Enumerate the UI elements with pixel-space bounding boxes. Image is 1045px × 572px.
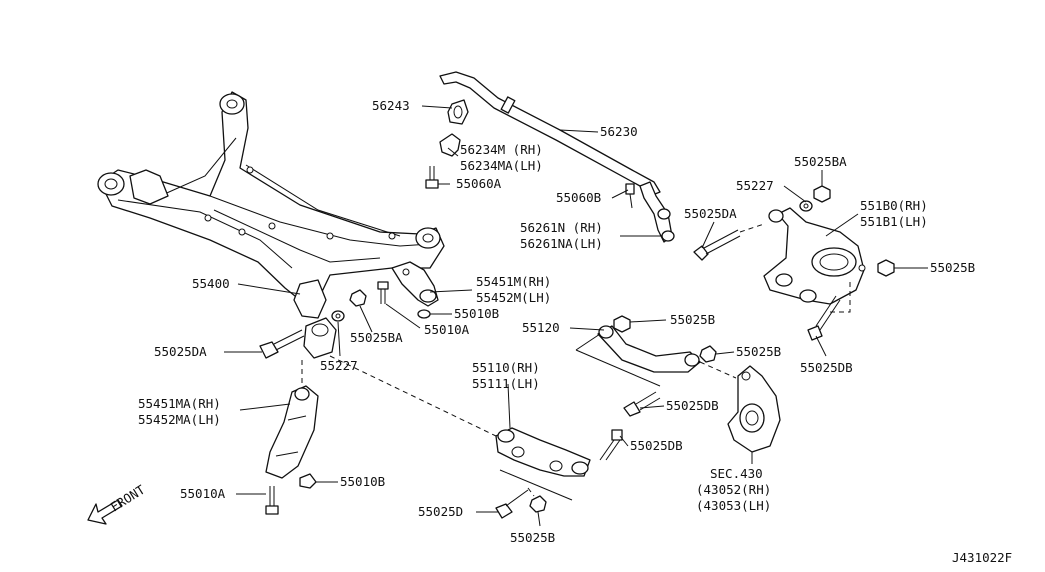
- nut-55025B-link-a: [613, 315, 631, 333]
- part-labels: 56243 56230 56234M (RH) 56234MA(LH) 5506…: [108, 98, 1013, 565]
- bolt-55010B-bottom: [299, 473, 317, 489]
- label-sec430: SEC.430: [710, 466, 763, 481]
- label-55010A-center: 55010A: [424, 322, 470, 337]
- label-55025BA-top: 55025BA: [794, 154, 847, 169]
- stabilizer-clamp: [439, 133, 461, 157]
- label-55452M: 55452M(LH): [476, 290, 551, 305]
- rear-suspension-member: [97, 91, 445, 319]
- bolt-55060A: [425, 166, 439, 189]
- label-55111: 55111(LH): [472, 376, 540, 391]
- bolt-55025DB-mid-b: [599, 429, 623, 461]
- label-55120: 55120: [522, 320, 560, 335]
- label-55227-center: 55227: [320, 358, 358, 373]
- bolt-55010A-center: [377, 281, 389, 304]
- front-arrow-label: FRONT: [108, 482, 148, 515]
- stabilizer-bushing: [447, 99, 469, 125]
- toe-link: [597, 325, 701, 373]
- label-55060B: 55060B: [556, 190, 601, 205]
- bolt-55010A-bottom: [265, 486, 279, 515]
- label-43053: (43053(LH): [696, 498, 771, 513]
- label-55025B-right: 55025B: [930, 260, 975, 275]
- leader-lines: [224, 105, 928, 527]
- label-551B1: 551B1(LH): [860, 214, 928, 229]
- label-55227-top: 55227: [736, 178, 774, 193]
- label-56230: 56230: [600, 124, 638, 139]
- nut-55025B-bottom: [529, 495, 547, 513]
- label-55025BA-center: 55025BA: [350, 330, 403, 345]
- label-55025B-link-a: 55025B: [670, 312, 715, 327]
- label-55400: 55400: [192, 276, 230, 291]
- nut-55025BA-top: [813, 185, 831, 203]
- label-55025D-bottom: 55025D: [418, 504, 463, 519]
- bolt-55025DA-right: [693, 229, 741, 261]
- label-56243: 56243: [372, 98, 410, 113]
- connecting-rod: [639, 181, 675, 243]
- label-55025B-link-b: 55025B: [736, 344, 781, 359]
- label-55025DB-mid-a: 55025DB: [666, 398, 719, 413]
- washer-55227-center: [331, 310, 345, 322]
- label-55010A-bottom: 55010A: [180, 486, 226, 501]
- nut-55025B-right: [877, 259, 895, 277]
- lower-link: [495, 427, 591, 501]
- label-55025B-bottom: 55025B: [510, 530, 555, 545]
- label-551B0: 551B0(RH): [860, 198, 928, 213]
- member-bushing: [303, 317, 337, 359]
- label-55452MA: 55452MA(LH): [138, 412, 221, 427]
- label-56261N: 56261N (RH): [520, 220, 603, 235]
- bolt-55025DB-right: [807, 295, 841, 341]
- label-55025DB-right: 55025DB: [800, 360, 853, 375]
- label-43052: (43052(RH): [696, 482, 771, 497]
- label-56234MA: 56234MA(LH): [460, 158, 543, 173]
- label-56234M: 56234M (RH): [460, 142, 543, 157]
- axle-knuckle: [727, 365, 781, 453]
- bolt-55060B: [625, 183, 635, 209]
- label-55451M: 55451M(RH): [476, 274, 551, 289]
- label-55010B-center: 55010B: [454, 306, 499, 321]
- label-55010B-bottom: 55010B: [340, 474, 385, 489]
- label-55025DA-left: 55025DA: [154, 344, 207, 359]
- bolt-55025D-bottom: [495, 489, 529, 519]
- nut-55025B-link-b: [699, 345, 717, 363]
- washer-55227-top: [799, 200, 813, 212]
- nut-55025BA-center: [349, 289, 367, 307]
- drawing-number: J431022F: [952, 550, 1012, 565]
- label-56261NA: 56261NA(LH): [520, 236, 603, 251]
- label-55451MA: 55451MA(RH): [138, 396, 221, 411]
- label-55060A: 55060A: [456, 176, 502, 191]
- mount-bracket: [391, 261, 439, 307]
- bolt-55010B-center: [417, 309, 431, 319]
- label-55025DB-mid-b: 55025DB: [630, 438, 683, 453]
- bolt-55025DB-mid-a: [623, 391, 661, 417]
- label-55110: 55110(RH): [472, 360, 540, 375]
- bolt-55025DA-left: [259, 329, 305, 359]
- front-arrow-icon: [87, 499, 123, 525]
- label-55025DA-right: 55025DA: [684, 206, 737, 221]
- lower-bracket: [265, 385, 319, 479]
- upper-link: [763, 207, 866, 305]
